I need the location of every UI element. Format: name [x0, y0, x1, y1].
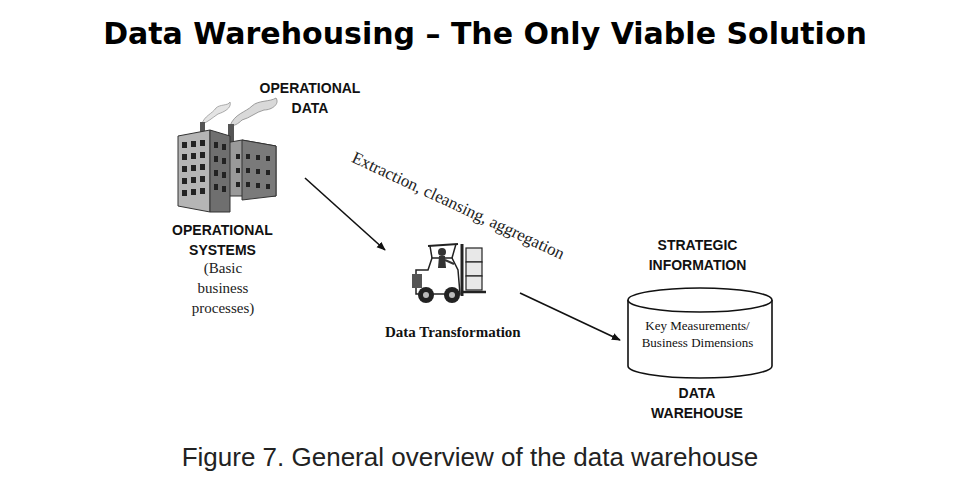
node-label: Data Transformation	[385, 322, 520, 342]
forklift-illustration	[408, 240, 498, 304]
node-note: (Basic business processes)	[183, 258, 263, 318]
factory-illustration	[172, 96, 284, 218]
node-body: Key Measurements/ Business Dimensions	[632, 317, 763, 351]
data-transformation: Data Transformation	[385, 240, 520, 345]
node-heading: STRATEGIC INFORMATION	[635, 235, 760, 275]
node-heading: OPERATIONAL DATA	[240, 78, 380, 118]
operational-systems: OPERATIONAL DATAOPERATIONAL SYSTEMS(Basi…	[140, 78, 305, 328]
database-cylinder	[626, 286, 774, 382]
page-title: Data Warehousing – The Only Viable Solut…	[0, 6, 970, 62]
figure-caption: Figure 7. General overview of the data w…	[0, 440, 940, 474]
data-warehouse: STRATEGIC INFORMATION Key Measurements/ B…	[620, 235, 775, 425]
flow-arrow	[305, 178, 385, 250]
node-label: OPERATIONAL SYSTEMS	[140, 220, 305, 260]
node-label: DATA WAREHOUSE	[642, 383, 752, 423]
flow-arrow	[520, 293, 620, 340]
